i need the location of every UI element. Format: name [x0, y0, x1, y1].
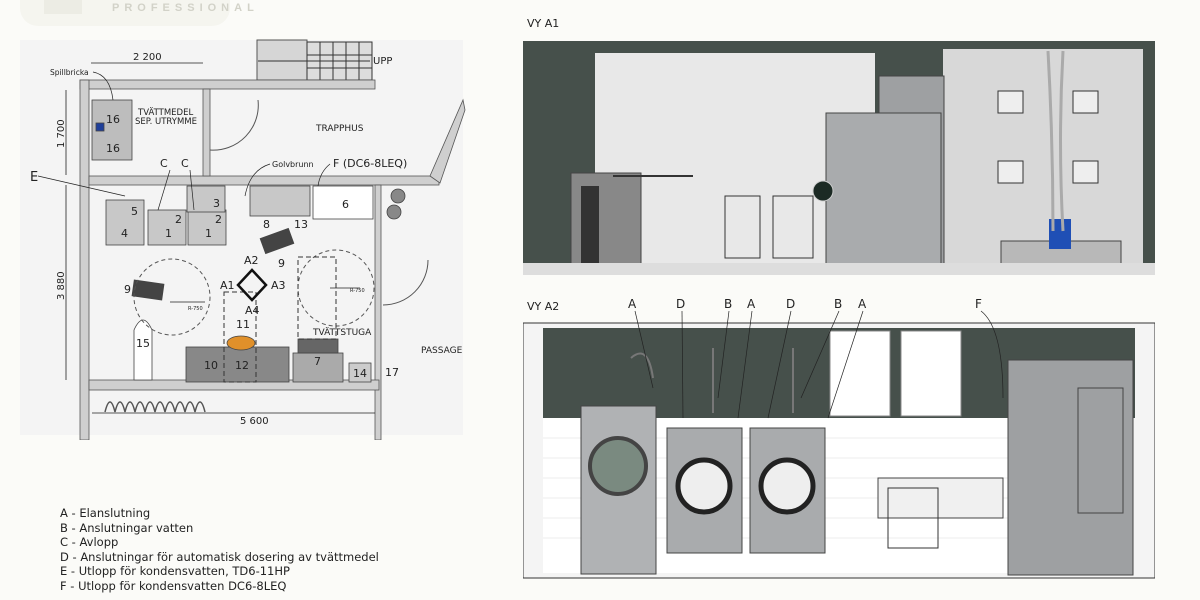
stairs-up-label: UPP: [373, 56, 392, 67]
brand-logo: PROFESSIONAL: [20, 0, 254, 26]
legend: A - Elanslutning B - Anslutningar vatten…: [60, 506, 379, 594]
item-16: 16: [106, 113, 120, 126]
item-11: 11: [236, 318, 250, 331]
callout-d: D: [676, 297, 685, 311]
callout-spill-tray: Spillbricka: [50, 68, 89, 77]
callout-b: B: [724, 297, 732, 311]
dimension-left-upper: 1 700: [56, 119, 67, 148]
item-9: 9: [278, 257, 285, 270]
callout-floor-drain: Golvbrunn: [272, 160, 314, 169]
legend-item-c: C - Avlopp: [60, 535, 119, 550]
dimension-bottom: 5 600: [240, 416, 269, 427]
callout-c: C: [160, 157, 168, 170]
item-5: 5: [131, 205, 138, 218]
view-a2-title: VY A2: [527, 300, 560, 313]
view-a1-title: VY A1: [527, 17, 560, 30]
item-13: 13: [294, 218, 308, 231]
item-9: 9: [124, 283, 131, 296]
callout-b: B: [834, 297, 842, 311]
marker-a2: A2: [244, 254, 259, 267]
legend-item-f: F - Utlopp för kondensvatten DC6-8LEQ: [60, 578, 287, 593]
room-detergent-line1: TVÄTTMEDEL: [137, 107, 193, 118]
radius-label: R-750: [188, 306, 203, 312]
callout-a: A: [747, 297, 756, 311]
marker-a1: A1: [220, 279, 235, 292]
view-a2-elevation: A D B A D B A F: [523, 297, 1155, 579]
item-17: 17: [385, 366, 399, 379]
callout-a: A: [628, 297, 637, 311]
callout-c: C: [181, 157, 189, 170]
dimension-top: 2 200: [133, 52, 162, 63]
dimension-left-lower: 3 880: [56, 271, 67, 300]
item-14: 14: [353, 367, 367, 380]
item-7: 7: [314, 355, 321, 368]
legend-item-b: B - Anslutningar vatten: [60, 520, 194, 535]
legend-item-e: E - Utlopp för kondensvatten, TD6-11HP: [60, 564, 290, 579]
logo-text: PROFESSIONAL: [112, 2, 259, 14]
legend-item-d: D - Anslutningar för automatisk dosering…: [60, 549, 379, 564]
legend-item-a: A - Elanslutning: [60, 506, 151, 520]
item-1: 1: [205, 227, 212, 240]
item-6: 6: [342, 198, 349, 211]
item-16: 16: [106, 142, 120, 155]
view-a1-elevation: [523, 41, 1155, 275]
room-stairwell: TRAPPHUS: [315, 124, 364, 134]
marker-a3: A3: [271, 279, 286, 292]
room-laundry: TVÄTTSTUGA: [312, 327, 372, 338]
callout-e: E: [30, 170, 38, 185]
callout-f: F (DC6-8LEQ): [333, 157, 407, 170]
item-2: 2: [175, 213, 182, 226]
room-passage: PASSAGE: [421, 346, 463, 356]
item-10: 10: [204, 359, 218, 372]
floor-plan: UPP 2 200 1 700 3 880 5 600 TVÄTTMEDEL S…: [20, 39, 466, 440]
room-detergent-line2: SEP. UTRYMME: [135, 117, 197, 127]
callout-f: F: [975, 297, 982, 311]
radius-label: R-750: [350, 288, 365, 294]
item-3: 3: [213, 197, 220, 210]
item-8: 8: [263, 218, 270, 231]
callout-a: A: [858, 297, 867, 311]
marker-a4: A4: [245, 304, 260, 317]
item-1: 1: [165, 227, 172, 240]
item-15: 15: [136, 337, 150, 350]
logo-mark: [44, 0, 82, 14]
item-4: 4: [121, 227, 128, 240]
item-12: 12: [235, 359, 249, 372]
callout-d: D: [786, 297, 795, 311]
item-2: 2: [215, 213, 222, 226]
